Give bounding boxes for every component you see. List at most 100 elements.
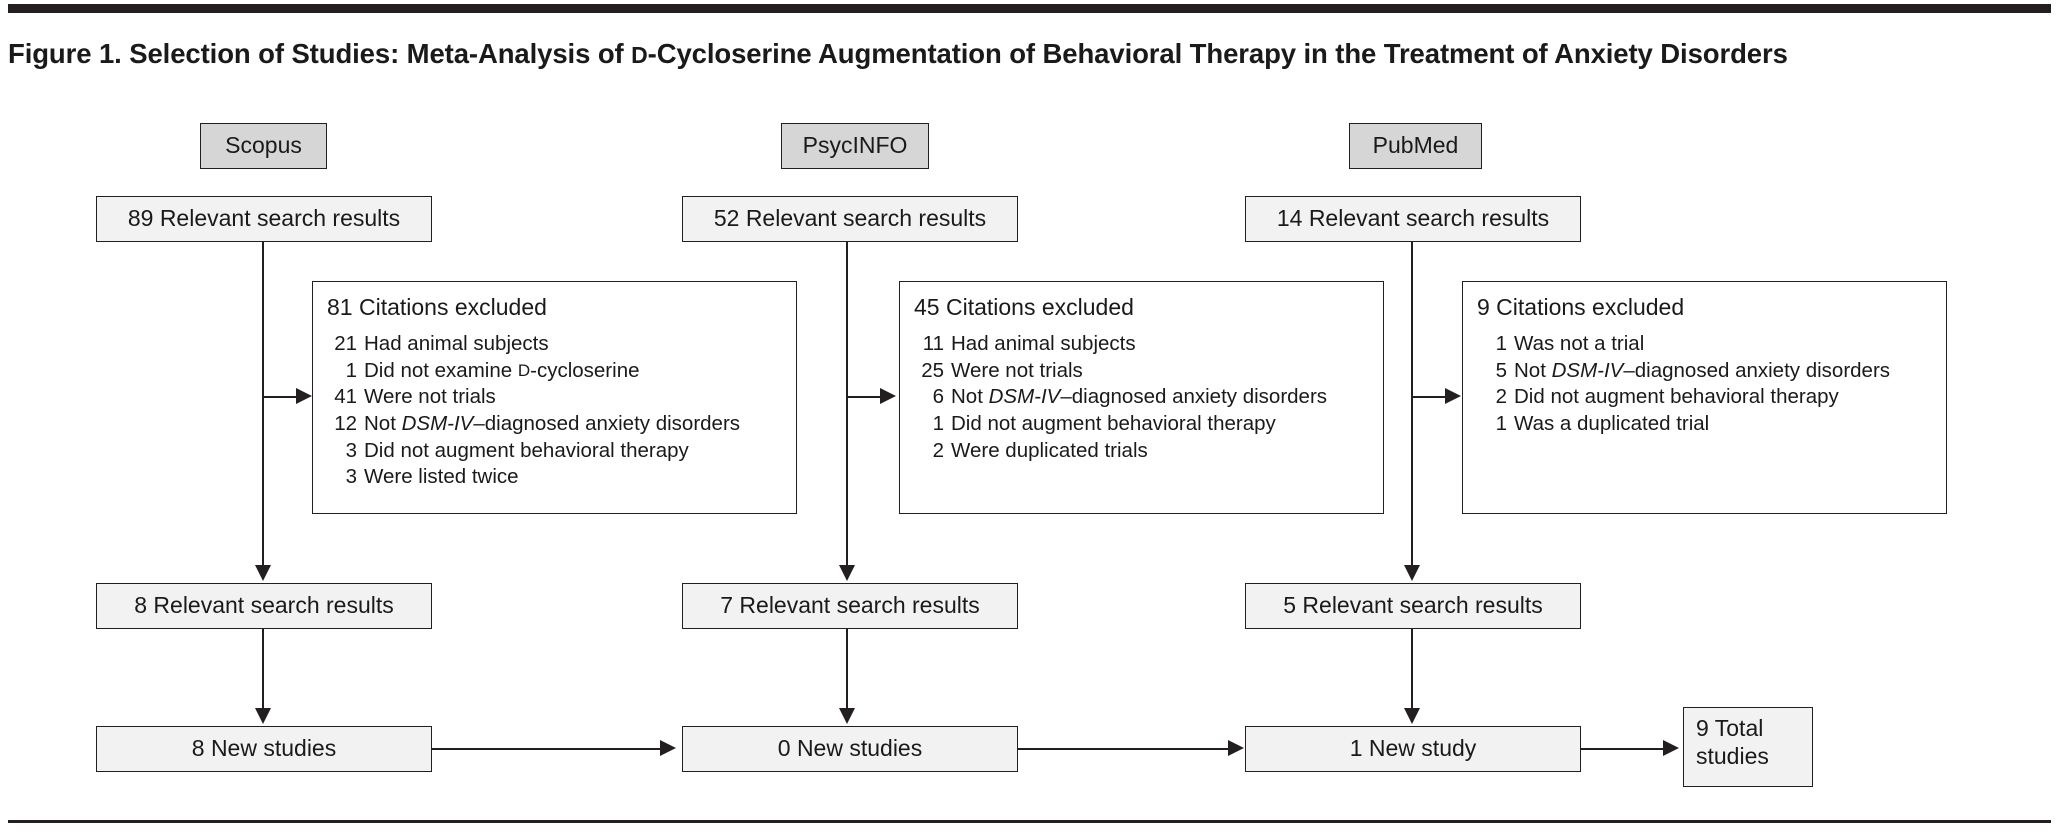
result-box-scopus[interactable]: 8 New studies xyxy=(96,726,432,772)
relevant-label-psycinfo: 52 Relevant search results xyxy=(713,205,987,232)
exclusion-box-psycinfo[interactable]: 45 Citations excluded 11 Had animal subj… xyxy=(899,281,1384,514)
exclusion-list-scopus: 21 Had animal subjects 1 Did not examine… xyxy=(327,331,786,491)
exclusion-item-text: Was a duplicated trial xyxy=(1514,411,1710,435)
exclusion-item-count: 12 xyxy=(334,411,357,435)
total-studies-line2: studies xyxy=(1696,743,1769,770)
connector-arrow-psycinfo-to-pubmed xyxy=(1228,740,1244,756)
exclusion-list-psycinfo: 11 Had animal subjects 25 Were not trial… xyxy=(914,331,1373,464)
connector-hline-pubmed-exclusion xyxy=(1411,396,1452,399)
list-item: 12 Not DSM-IV–diagnosed anxiety disorder… xyxy=(327,411,786,438)
source-box-pubmed[interactable]: PubMed xyxy=(1349,123,1482,169)
exclusion-item-text: Not DSM-IV–diagnosed anxiety disorders xyxy=(951,385,1328,409)
bottom-rule xyxy=(8,820,2051,823)
source-label-psycinfo: PsycINFO xyxy=(802,132,908,159)
exclusion-item-text: Did not augment behavioral therapy xyxy=(364,438,689,462)
result-box-pubmed[interactable]: 1 New study xyxy=(1245,726,1581,772)
connector-arrow-pubmed-exclusion xyxy=(1445,388,1461,404)
exclusion-item-count: 11 xyxy=(922,332,944,355)
connector-arrow-scopus-to-psycinfo xyxy=(660,740,676,756)
connector-vline-pubmed xyxy=(1411,242,1414,567)
exclusion-item-text: Was not a trial xyxy=(1514,332,1645,355)
exclusion-item-count: 1 xyxy=(345,358,357,382)
connector-arrow-pubmed-screened xyxy=(1404,565,1420,581)
relevant-box-psycinfo[interactable]: 52 Relevant search results xyxy=(682,196,1018,242)
list-item: 1 Did not examine D-cycloserine xyxy=(327,358,786,385)
exclusion-item-text: Were listed twice xyxy=(364,465,519,489)
exclusion-item-count: 3 xyxy=(345,438,357,462)
exclusion-box-scopus[interactable]: 81 Citations excluded 21 Had animal subj… xyxy=(312,281,797,514)
exclusion-header-scopus: 81 Citations excluded xyxy=(327,294,547,320)
list-item: 1 Did not augment behavioral therapy xyxy=(914,411,1373,438)
source-box-psycinfo[interactable]: PsycINFO xyxy=(781,123,929,169)
connector-arrow-scopus-exclusion xyxy=(296,388,312,404)
top-rule xyxy=(8,4,2051,13)
source-label-scopus: Scopus xyxy=(225,132,302,159)
list-item: 1 Was a duplicated trial xyxy=(1477,411,1936,438)
exclusion-item-count: 6 xyxy=(932,385,944,409)
list-item: 3 Did not augment behavioral therapy xyxy=(327,438,786,465)
exclusion-item-text: Not DSM-IV–diagnosed anxiety disorders xyxy=(364,411,741,435)
exclusion-header-pubmed: 9 Citations excluded xyxy=(1477,294,1685,320)
list-item: 3 Were listed twice xyxy=(327,464,786,491)
exclusion-item-text: Did not augment behavioral therapy xyxy=(951,411,1276,435)
screened-box-scopus[interactable]: 8 Relevant search results xyxy=(96,583,432,629)
connector-vline-psycinfo-result xyxy=(846,629,849,710)
connector-arrow-psycinfo-result xyxy=(839,708,855,724)
exclusion-box-pubmed[interactable]: 9 Citations excluded 1 Was not a trial 5… xyxy=(1462,281,1947,514)
connector-vline-scopus-result xyxy=(262,629,265,710)
exclusion-list-pubmed: 1 Was not a trial 5 Not DSM-IV–diagnosed… xyxy=(1477,331,1936,438)
connector-hline-pubmed-to-total xyxy=(1581,748,1668,751)
list-item: 11 Had animal subjects xyxy=(914,331,1373,358)
relevant-box-pubmed[interactable]: 14 Relevant search results xyxy=(1245,196,1581,242)
total-studies-box[interactable]: 9 Total studies xyxy=(1683,707,1813,787)
exclusion-item-text: Did not examine D-cycloserine xyxy=(364,358,640,382)
connector-hline-psycinfo-to-pubmed xyxy=(1018,748,1228,751)
screened-label-psycinfo: 7 Relevant search results xyxy=(720,592,980,619)
result-label-scopus: 8 New studies xyxy=(191,735,337,762)
exclusion-item-text: Were duplicated trials xyxy=(951,438,1148,462)
connector-arrow-pubmed-to-total xyxy=(1663,740,1679,756)
exclusion-item-count: 21 xyxy=(334,332,357,355)
list-item: 2 Did not augment behavioral therapy xyxy=(1477,384,1936,411)
list-item: 21 Had animal subjects xyxy=(327,331,786,358)
list-item: 41 Were not trials xyxy=(327,384,786,411)
connector-vline-psycinfo xyxy=(846,242,849,567)
result-label-psycinfo: 0 New studies xyxy=(777,735,923,762)
exclusion-item-text: Were not trials xyxy=(951,358,1083,382)
screened-label-scopus: 8 Relevant search results xyxy=(134,592,394,619)
list-item: 2 Were duplicated trials xyxy=(914,438,1373,465)
exclusion-item-count: 3 xyxy=(345,465,357,489)
list-item: 25 Were not trials xyxy=(914,358,1373,385)
connector-hline-scopus-exclusion xyxy=(262,396,303,399)
exclusion-item-count: 1 xyxy=(1495,411,1507,435)
exclusion-item-count: 2 xyxy=(1495,385,1507,409)
exclusion-item-count: 5 xyxy=(1495,358,1507,382)
exclusion-item-count: 1 xyxy=(932,411,944,435)
result-label-pubmed: 1 New study xyxy=(1349,735,1477,762)
source-label-pubmed: PubMed xyxy=(1372,132,1459,159)
exclusion-header-psycinfo: 45 Citations excluded xyxy=(914,294,1134,320)
relevant-label-scopus: 89 Relevant search results xyxy=(127,205,401,232)
list-item: 6 Not DSM-IV–diagnosed anxiety disorders xyxy=(914,384,1373,411)
figure-title-part2: -Cycloserine Augmentation of Behavioral … xyxy=(647,38,1788,70)
connector-hline-psycinfo-exclusion xyxy=(846,396,887,399)
connector-arrow-scopus-result xyxy=(255,708,271,724)
exclusion-item-text: Had animal subjects xyxy=(364,332,549,355)
connector-vline-scopus xyxy=(262,242,265,567)
connector-arrow-scopus-screened xyxy=(255,565,271,581)
exclusion-item-text: Had animal subjects xyxy=(951,332,1136,355)
relevant-box-scopus[interactable]: 89 Relevant search results xyxy=(96,196,432,242)
connector-arrow-psycinfo-screened xyxy=(839,565,855,581)
exclusion-item-text: Were not trials xyxy=(364,385,496,409)
screened-box-pubmed[interactable]: 5 Relevant search results xyxy=(1245,583,1581,629)
screened-label-pubmed: 5 Relevant search results xyxy=(1283,592,1543,619)
connector-arrow-pubmed-result xyxy=(1404,708,1420,724)
figure-title-part1: Figure 1. Selection of Studies: Meta-Ana… xyxy=(8,38,632,70)
connector-arrow-psycinfo-exclusion xyxy=(880,388,896,404)
list-item: 5 Not DSM-IV–diagnosed anxiety disorders xyxy=(1477,358,1936,385)
screened-box-psycinfo[interactable]: 7 Relevant search results xyxy=(682,583,1018,629)
figure-title: Figure 1. Selection of Studies: Meta-Ana… xyxy=(8,38,2043,70)
connector-vline-pubmed-result xyxy=(1411,629,1414,710)
source-box-scopus[interactable]: Scopus xyxy=(200,123,327,169)
result-box-psycinfo[interactable]: 0 New studies xyxy=(682,726,1018,772)
